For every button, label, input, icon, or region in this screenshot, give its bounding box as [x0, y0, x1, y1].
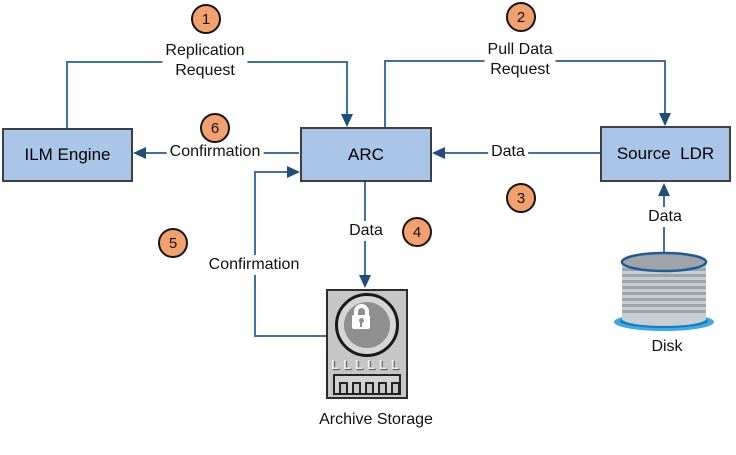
node-arc-label: ARC: [348, 144, 384, 164]
disk-icon: [612, 249, 718, 333]
lock-body-icon: [352, 315, 370, 329]
lock-shackle-icon: [354, 304, 369, 316]
label-replication-request: Replication Request: [162, 41, 248, 81]
step-badge-3: 3: [506, 183, 536, 213]
vent-tooth: [352, 382, 361, 393]
step-badge-4-number: 4: [412, 223, 422, 241]
arrowhead-into-arc-top: [341, 114, 353, 127]
label-data-ldr-to-arc: Data: [488, 142, 528, 162]
node-source-ldr: Source LDR: [600, 126, 731, 182]
node-ilm-engine: ILM Engine: [2, 128, 133, 182]
step-badge-2-number: 2: [516, 8, 526, 26]
arrowhead-into-ilm-right: [133, 147, 146, 159]
step-badge-5: 5: [158, 228, 188, 258]
step-badge-1: 1: [191, 4, 221, 34]
lock-keyhole: [358, 318, 364, 323]
archive-storage-label: Archive Storage: [319, 411, 433, 428]
archive-vent: [333, 374, 401, 395]
step-badge-2: 2: [506, 2, 536, 32]
step-badge-5-number: 5: [168, 234, 178, 252]
node-ilm-engine-label: ILM Engine: [24, 145, 111, 164]
label-confirmation-arc-to-ilm: Confirmation: [166, 142, 264, 162]
archive-slot-letters: LLLLLL: [331, 357, 403, 372]
arrowhead-into-archive-top: [359, 275, 371, 288]
arrowhead-into-ldr-bottom: [658, 183, 670, 196]
step-badge-1-number: 1: [201, 10, 211, 28]
arrowhead-into-arc-right: [432, 147, 445, 159]
vent-tooth: [391, 382, 400, 393]
arrowhead-into-arc-left: [287, 166, 300, 178]
vent-tooth: [365, 382, 374, 393]
label-data-arc-to-archive: Data: [346, 221, 386, 241]
vent-tooth: [339, 382, 348, 393]
node-arc: ARC: [300, 127, 432, 182]
connector-confirmation-archive-to-arc: [254, 171, 326, 337]
vent-tooth: [378, 382, 387, 393]
label-data-disk-to-ldr: Data: [645, 207, 685, 227]
node-source-ldr-label: Source LDR: [616, 144, 715, 163]
step-badge-6: 6: [200, 113, 230, 143]
arrowhead-into-ldr-top: [659, 113, 671, 126]
lock-ring: [335, 293, 399, 357]
step-badge-4: 4: [402, 217, 432, 247]
archive-storage-icon: LLLLLL: [326, 289, 408, 399]
step-badge-3-number: 3: [516, 189, 526, 207]
label-confirmation-archive-to-arc: Confirmation: [205, 255, 303, 275]
disk-label: Disk: [651, 338, 683, 355]
lock-keyhole-stem: [360, 321, 362, 327]
label-pull-data-request: Pull Data Request: [484, 40, 556, 80]
step-badge-6-number: 6: [210, 119, 220, 137]
disk-cylinder: [614, 251, 714, 331]
